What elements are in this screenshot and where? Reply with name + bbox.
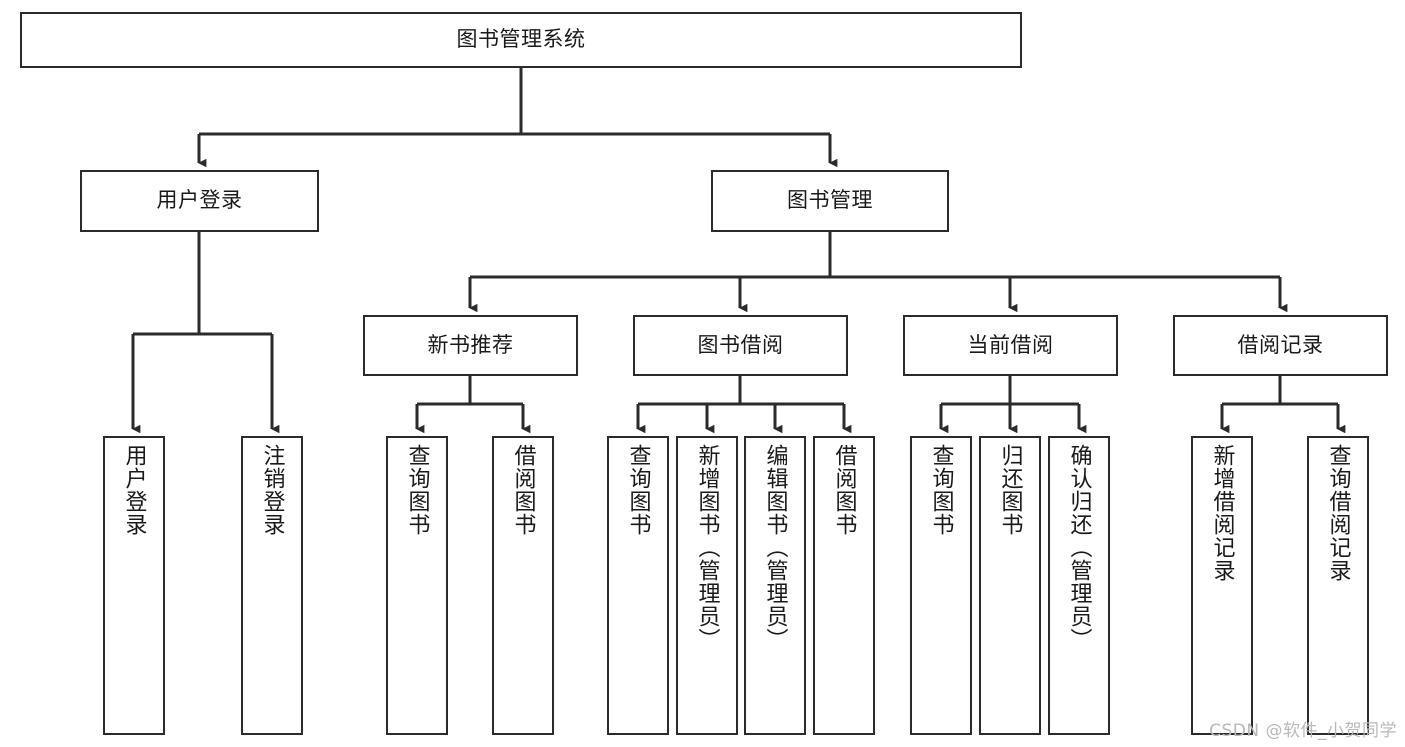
leaf-add-book-label: 新增图书（管理员） bbox=[694, 444, 720, 651]
leaf-query-book-2-label: 查询图书 bbox=[625, 444, 651, 536]
leaf-edit-book-label: 编辑图书（管理员） bbox=[762, 444, 788, 651]
leaf-borrow-book-2-label: 借阅图书 bbox=[831, 444, 857, 536]
node-book-borrow[interactable]: 图书借阅 bbox=[633, 315, 848, 376]
node-current-borrow-label: 当前借阅 bbox=[967, 332, 1054, 357]
node-user-login[interactable]: 用户登录 bbox=[80, 170, 319, 232]
leaf-query-book-2[interactable]: 查询图书 bbox=[607, 436, 669, 735]
node-user-login-label: 用户登录 bbox=[156, 188, 243, 213]
leaf-borrow-book-1[interactable]: 借阅图书 bbox=[492, 436, 554, 735]
node-root[interactable]: 图书管理系统 bbox=[20, 12, 1022, 68]
node-book-manage[interactable]: 图书管理 bbox=[711, 170, 949, 232]
leaf-add-record-label: 新增借阅记录 bbox=[1209, 444, 1235, 582]
leaf-add-record[interactable]: 新增借阅记录 bbox=[1191, 436, 1253, 735]
leaf-query-book-3-label: 查询图书 bbox=[928, 444, 954, 536]
leaf-edit-book[interactable]: 编辑图书（管理员） bbox=[744, 436, 806, 735]
node-new-book-recommend[interactable]: 新书推荐 bbox=[363, 315, 578, 376]
node-book-manage-label: 图书管理 bbox=[787, 188, 873, 213]
leaf-user-login-label: 用户登录 bbox=[121, 444, 147, 536]
leaf-confirm-return-label: 确认归还（管理员） bbox=[1066, 444, 1092, 651]
leaf-query-record[interactable]: 查询借阅记录 bbox=[1307, 436, 1369, 735]
leaf-borrow-book-2[interactable]: 借阅图书 bbox=[813, 436, 875, 735]
leaf-query-book-1-label: 查询图书 bbox=[404, 444, 430, 536]
leaf-query-book-1[interactable]: 查询图书 bbox=[386, 436, 448, 735]
node-book-borrow-label: 图书借阅 bbox=[697, 332, 784, 357]
leaf-add-book[interactable]: 新增图书（管理员） bbox=[676, 436, 738, 735]
leaf-user-logout[interactable]: 注销登录 bbox=[241, 436, 303, 735]
node-new-book-recommend-label: 新书推荐 bbox=[427, 332, 514, 357]
leaf-user-logout-label: 注销登录 bbox=[259, 444, 285, 536]
leaf-query-book-3[interactable]: 查询图书 bbox=[910, 436, 972, 735]
leaf-confirm-return[interactable]: 确认归还（管理员） bbox=[1048, 436, 1110, 735]
leaf-user-login[interactable]: 用户登录 bbox=[103, 436, 165, 735]
leaf-query-record-label: 查询借阅记录 bbox=[1325, 444, 1351, 582]
node-current-borrow[interactable]: 当前借阅 bbox=[903, 315, 1118, 376]
leaf-borrow-book-1-label: 借阅图书 bbox=[510, 444, 536, 536]
node-borrow-record-label: 借阅记录 bbox=[1237, 332, 1324, 357]
leaf-return-book[interactable]: 归还图书 bbox=[979, 436, 1041, 735]
node-root-label: 图书管理系统 bbox=[456, 27, 586, 52]
leaf-return-book-label: 归还图书 bbox=[997, 444, 1023, 536]
node-borrow-record[interactable]: 借阅记录 bbox=[1173, 315, 1388, 376]
